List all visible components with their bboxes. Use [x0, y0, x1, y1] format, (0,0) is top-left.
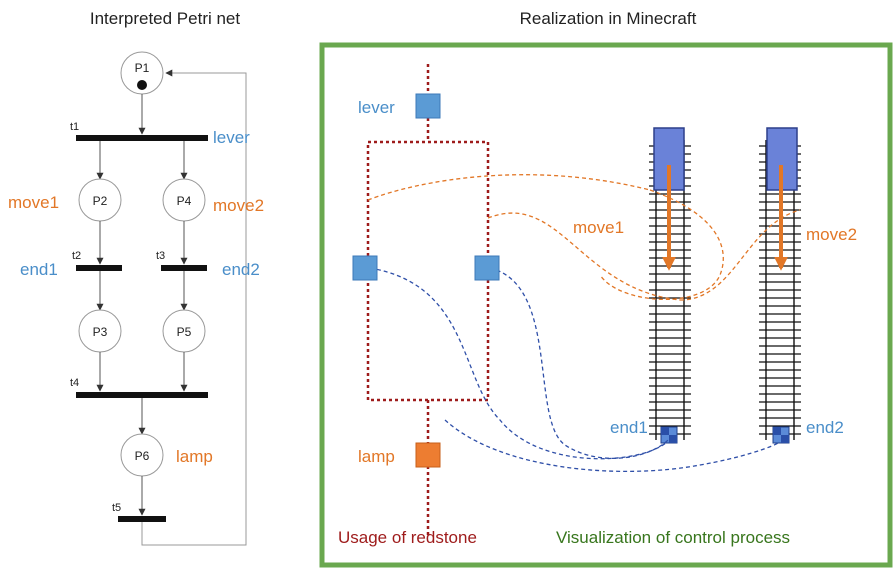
- right-title: Realization in Minecraft: [520, 9, 697, 28]
- end-link-b: [489, 267, 669, 459]
- move1-link-b: [599, 189, 724, 301]
- signal-move1: move1: [8, 193, 59, 212]
- signal-end1: end1: [20, 260, 58, 279]
- end-block-left: [660, 426, 678, 444]
- signal-end2: end2: [222, 260, 260, 279]
- place-p2-label: P2: [93, 194, 108, 208]
- move2-link-b: [679, 209, 801, 301]
- minecraft-frame: [319, 42, 893, 568]
- move1-link-a: [367, 174, 651, 201]
- petri-net: P1 t1 P2 P4 t2 t3 P3 P5: [8, 51, 264, 546]
- signal-lever: lever: [213, 128, 250, 147]
- return-arc: [141, 69, 247, 546]
- lamp-block: [415, 442, 441, 468]
- transition-t5: [118, 516, 166, 522]
- token: [137, 80, 147, 90]
- signal-move2: move2: [213, 196, 264, 215]
- place-p4-label: P4: [177, 194, 192, 208]
- end-block-right: [772, 426, 790, 444]
- transition-t4-label: t4: [70, 377, 79, 389]
- mc-label-end2: end2: [806, 418, 844, 437]
- place-p6-label: P6: [135, 449, 150, 463]
- transition-t5-label: t5: [112, 502, 121, 514]
- caption-control: Visualization of control process: [556, 528, 790, 547]
- end-link-c: [444, 419, 781, 473]
- left-title: Interpreted Petri net: [90, 9, 241, 28]
- detector-block-left: [352, 255, 378, 281]
- transition-t2: [76, 265, 122, 271]
- minecraft-realization: lever lamp move1 move2 end1 end2 Usage o…: [319, 42, 893, 568]
- mc-label-end1: end1: [610, 418, 648, 437]
- mc-label-lamp: lamp: [358, 447, 395, 466]
- transition-t2-label: t2: [72, 250, 81, 262]
- caption-redstone: Usage of redstone: [338, 528, 477, 547]
- transition-t3: [161, 265, 207, 271]
- mc-label-move2: move2: [806, 225, 857, 244]
- move2-link-a: [487, 212, 681, 301]
- place-p1-label: P1: [135, 61, 150, 75]
- signal-lamp: lamp: [176, 447, 213, 466]
- place-p3-label: P3: [93, 325, 108, 339]
- transition-t4: [76, 392, 208, 398]
- transition-t1: [76, 135, 208, 141]
- transition-t3-label: t3: [156, 250, 165, 262]
- mc-label-move1: move1: [573, 218, 624, 237]
- place-p5-label: P5: [177, 325, 192, 339]
- transition-t1-label: t1: [70, 121, 79, 133]
- mc-label-lever: lever: [358, 98, 395, 117]
- detector-block-right: [474, 255, 500, 281]
- lever-block: [415, 93, 441, 119]
